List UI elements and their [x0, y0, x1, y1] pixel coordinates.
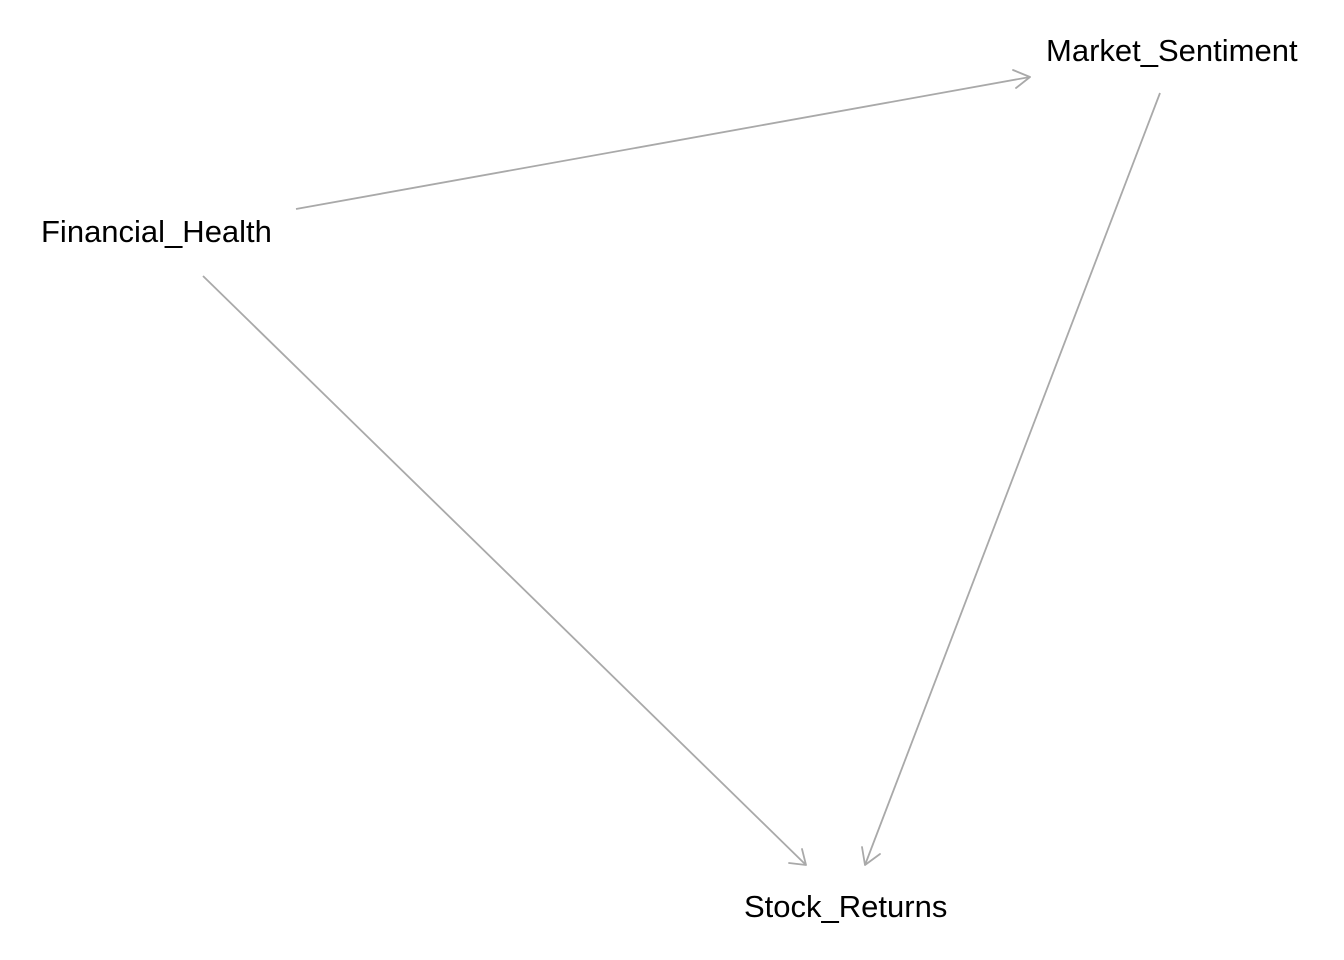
edges-group — [202, 69, 1161, 866]
arrowhead-stock-returns-from-financial-health — [788, 848, 807, 866]
edge-market-sentiment-to-stock-returns — [864, 92, 1161, 866]
node-stock-returns: Stock_Returns — [744, 889, 947, 924]
arrowhead-stock-returns-from-market-sentiment — [861, 846, 881, 866]
node-market-sentiment: Market_Sentiment — [1046, 33, 1298, 68]
node-financial-health: Financial_Health — [41, 214, 272, 249]
edge-financial-health-to-stock-returns — [202, 275, 807, 866]
nodes-group: Financial_Health Market_Sentiment Stock_… — [41, 33, 1298, 924]
edge-financial-health-to-market-sentiment — [295, 76, 1031, 210]
arrowhead-market-sentiment — [1012, 69, 1031, 89]
